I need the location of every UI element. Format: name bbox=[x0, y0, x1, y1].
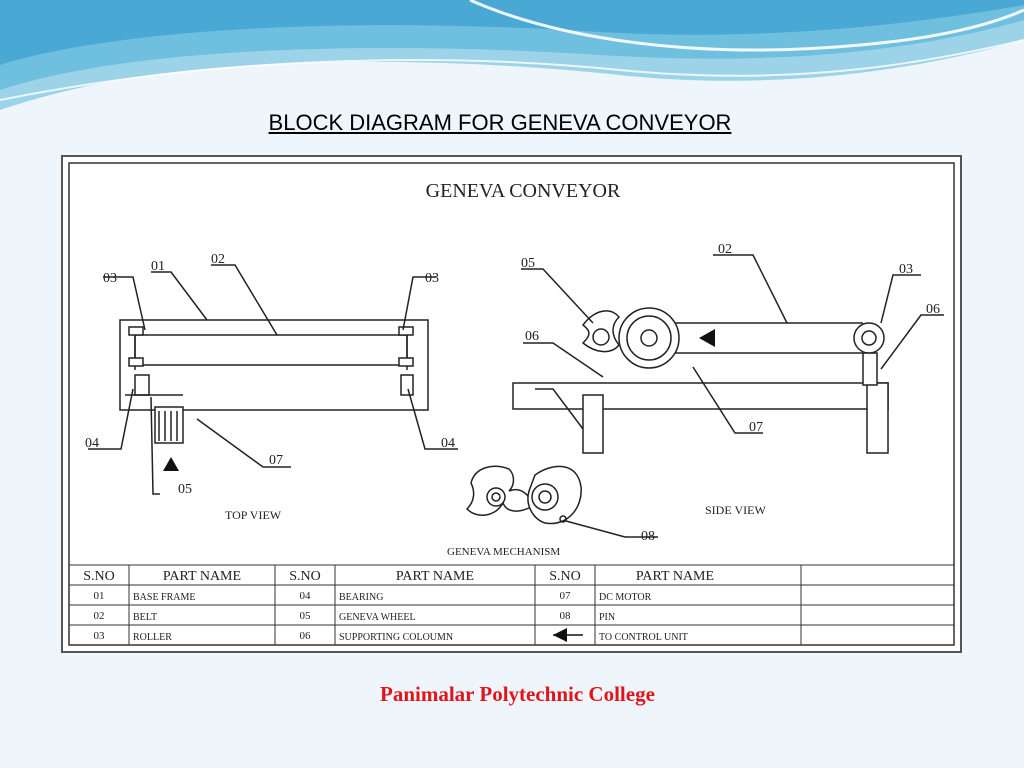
mechanism-labels: 08 GENEVA MECHANISM bbox=[447, 529, 655, 558]
table-cell: GENEVA WHEEL bbox=[339, 612, 416, 623]
label-01-top: 01 bbox=[151, 259, 165, 274]
label-06-side-right: 06 bbox=[926, 302, 940, 317]
drive-wheel-side bbox=[618, 307, 680, 369]
table-cell: 05 bbox=[300, 610, 312, 622]
table-header-sno-2: S.NO bbox=[289, 569, 321, 584]
table-cell: BEARING bbox=[339, 592, 383, 603]
table-cell: SUPPORTING COLOUMN bbox=[339, 632, 453, 643]
side-leg-right bbox=[866, 382, 889, 454]
table-header-sno-3: S.NO bbox=[549, 569, 581, 584]
slide-title: BLOCK DIAGRAM FOR GENEVA CONVEYOR bbox=[268, 110, 732, 135]
label-06-side-left: 06 bbox=[525, 329, 539, 344]
top-view-caption: TOP VIEW bbox=[225, 508, 282, 522]
geneva-conveyor-drawing: GENEVA CONVEYOR bbox=[61, 155, 962, 653]
table-cell: 07 bbox=[560, 590, 572, 602]
table-cell: 02 bbox=[94, 610, 105, 622]
parts-table-text: S.NO PART NAME S.NO PART NAME S.NO PART … bbox=[83, 569, 714, 643]
top-view bbox=[88, 264, 458, 495]
label-07-top: 07 bbox=[269, 453, 283, 468]
table-cell: BELT bbox=[133, 612, 157, 623]
control-arrow-top bbox=[163, 457, 179, 471]
label-08: 08 bbox=[641, 529, 655, 544]
label-07-side: 07 bbox=[749, 420, 763, 435]
label-05-top: 05 bbox=[178, 482, 192, 497]
side-leg-left bbox=[582, 394, 604, 454]
side-view-caption: SIDE VIEW bbox=[705, 503, 766, 517]
table-cell: PIN bbox=[599, 612, 615, 623]
belt-outline bbox=[134, 334, 408, 366]
table-cell: ROLLER bbox=[133, 632, 172, 643]
table-cell: 03 bbox=[94, 630, 106, 642]
table-cell: 06 bbox=[300, 630, 312, 642]
side-view bbox=[512, 254, 944, 454]
label-04-top-right: 04 bbox=[441, 436, 455, 451]
top-view-labels: 03 01 02 03 04 04 05 07 TOP VIEW bbox=[85, 252, 455, 522]
control-arrow-side bbox=[699, 329, 715, 347]
table-cell: BASE FRAME bbox=[133, 592, 196, 603]
arrow-symbol-icon bbox=[553, 628, 583, 642]
label-03-side: 03 bbox=[899, 262, 913, 277]
bearing-left bbox=[134, 374, 150, 396]
drawing-heading: GENEVA CONVEYOR bbox=[426, 180, 621, 202]
bearing-right bbox=[400, 374, 414, 396]
table-cell: 01 bbox=[94, 590, 105, 602]
side-base-frame bbox=[512, 382, 889, 410]
pin bbox=[559, 515, 567, 523]
geneva-wheel bbox=[465, 465, 532, 516]
roller-left bbox=[128, 326, 144, 336]
table-cell: DC MOTOR bbox=[599, 592, 652, 603]
label-02-top: 02 bbox=[211, 252, 225, 267]
label-05-side: 05 bbox=[521, 256, 535, 271]
roller-right bbox=[398, 326, 414, 336]
drawing-canvas: GENEVA CONVEYOR bbox=[68, 162, 955, 646]
table-cell: 08 bbox=[560, 610, 572, 622]
table-header-sno-1: S.NO bbox=[83, 569, 115, 584]
table-cell: TO CONTROL UNIT bbox=[599, 632, 688, 643]
side-view-labels: 05 02 03 06 06 07 SIDE VIEW bbox=[521, 242, 940, 517]
geneva-mechanism bbox=[465, 465, 658, 538]
label-03-top-right: 03 bbox=[425, 271, 439, 286]
label-02-side: 02 bbox=[718, 242, 732, 257]
table-header-part-3: PART NAME bbox=[636, 569, 714, 584]
parts-table bbox=[69, 564, 954, 645]
label-03-top-left: 03 bbox=[103, 271, 117, 286]
table-cell: 04 bbox=[300, 590, 312, 602]
background-waves bbox=[0, 0, 1024, 110]
supporting-column bbox=[862, 352, 878, 386]
drive-cam bbox=[527, 465, 582, 525]
table-header-part-1: PART NAME bbox=[163, 569, 241, 584]
side-roller bbox=[853, 322, 885, 354]
footer-college-name: Panimalar Polytechnic College bbox=[380, 682, 655, 706]
label-04-top-left: 04 bbox=[85, 436, 99, 451]
table-header-part-2: PART NAME bbox=[396, 569, 474, 584]
mechanism-caption: GENEVA MECHANISM bbox=[447, 546, 560, 558]
base-frame-outline bbox=[119, 319, 429, 411]
